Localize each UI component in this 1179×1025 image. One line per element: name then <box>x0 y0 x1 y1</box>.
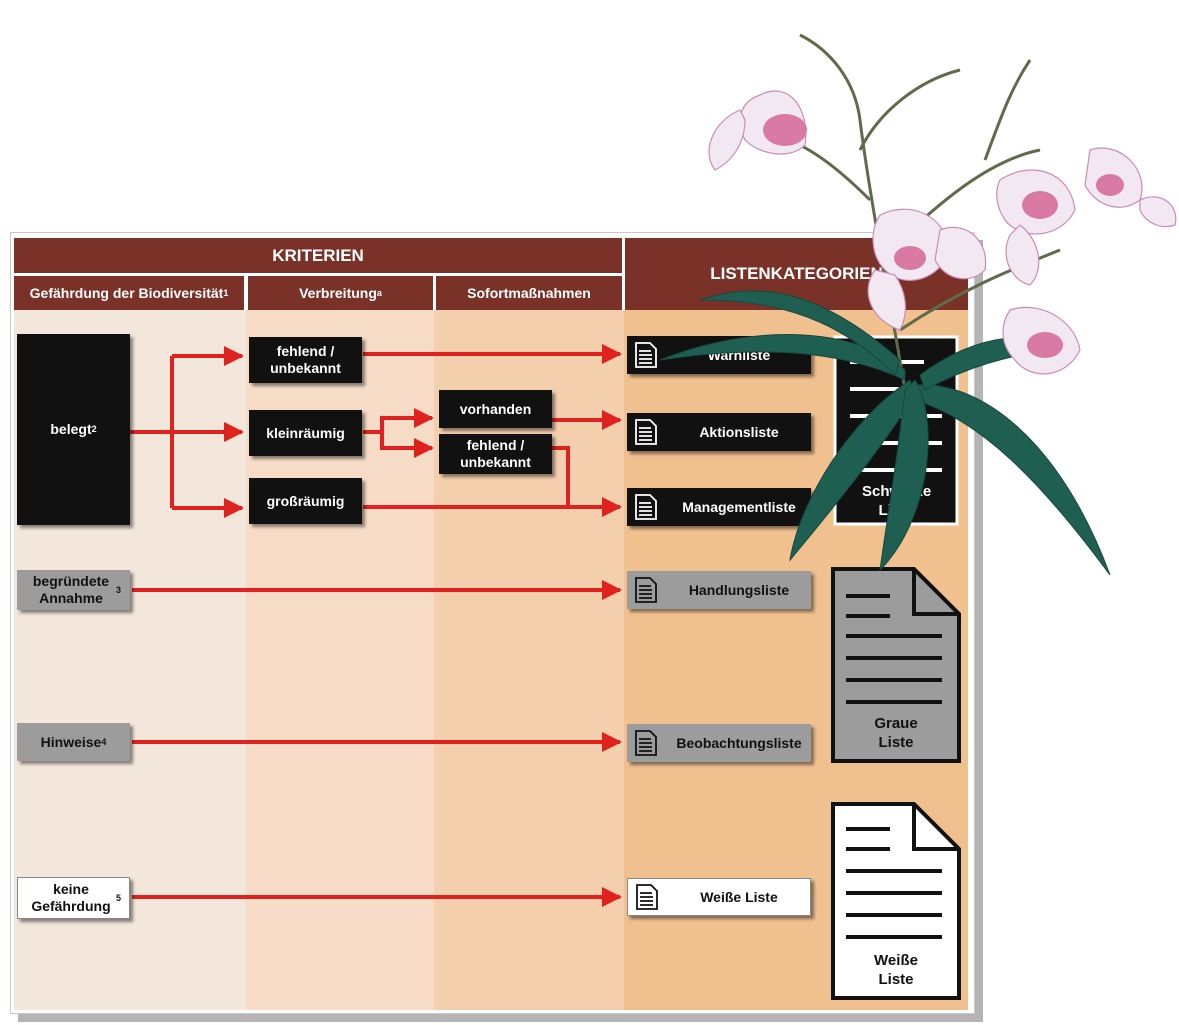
box-spread-local: kleinräumig <box>249 410 362 456</box>
box-measures-available-label: vorhanden <box>459 400 532 417</box>
arrow-measures-absent-down <box>552 446 570 506</box>
list-management-label: Managementliste <box>682 499 796 515</box>
big-doc-white-caption: Weiße Liste <box>874 952 918 988</box>
list-categories-title: LISTENKATEGORIEN <box>710 264 883 283</box>
box-measures-available: vorhanden <box>439 390 552 428</box>
document-icon <box>831 802 961 1000</box>
list-management: Managementliste <box>627 488 811 526</box>
big-doc-grey-caption: Graue Liste <box>874 715 918 751</box>
list-action: Aktionsliste <box>627 413 811 451</box>
document-icon <box>636 884 658 910</box>
box-measures-absent-label: fehlend / unbekannt <box>460 437 531 470</box>
list-white: Weiße Liste <box>627 878 811 916</box>
arrow-local-branch <box>363 408 434 434</box>
document-icon <box>635 419 657 445</box>
column-header-measures: Sofortmaßnahmen <box>436 276 622 310</box>
column-header-measures-label: Sofortmaßnahmen <box>467 285 591 301</box>
big-doc-grey: Graue Liste <box>830 566 962 764</box>
criteria-title: KRITERIEN <box>272 245 364 265</box>
box-spread-absent-label: fehlend / unbekannt <box>270 343 341 376</box>
box-proven-label: belegt <box>50 421 92 437</box>
arrow-local-branch-2 <box>380 432 434 458</box>
document-icon <box>635 577 657 603</box>
list-handling-label: Handlungsliste <box>688 582 790 598</box>
document-icon <box>635 494 657 520</box>
list-observation-label: Beobachtungsliste <box>676 735 802 751</box>
document-icon <box>635 730 657 756</box>
box-spread-absent: fehlend / unbekannt <box>249 337 362 383</box>
list-action-label: Aktionsliste <box>699 424 779 440</box>
column-header-threat-label: Gefährdung der Biodiversität <box>29 285 224 301</box>
box-spread-local-label: kleinräumig <box>266 424 345 441</box>
box-measures-absent: fehlend / unbekannt <box>439 434 552 474</box>
list-observation: Beobachtungsliste <box>627 724 811 762</box>
box-spread-widespread: großräumig <box>249 478 362 524</box>
criteria-header: KRITERIEN <box>14 238 622 273</box>
big-doc-white: Weiße Liste <box>830 801 962 1001</box>
list-handling: Handlungsliste <box>627 571 811 609</box>
box-spread-widespread-label: großräumig <box>266 492 345 509</box>
list-white-label: Weiße Liste <box>700 889 778 905</box>
document-icon <box>831 567 961 763</box>
document-icon <box>635 342 657 368</box>
column-header-spread-label: Verbreitung <box>299 285 377 301</box>
box-assumed-label: begründete Annahme <box>32 573 110 606</box>
box-hints-label: Hinweise <box>40 733 102 750</box>
box-no-threat-label: keine Gefährdung <box>31 881 111 914</box>
